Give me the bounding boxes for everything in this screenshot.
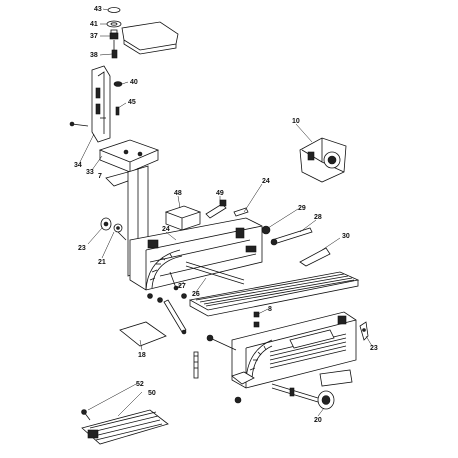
callout-29: 29 [298, 205, 306, 212]
callout-40: 40 [130, 79, 138, 86]
part-34-column [91, 65, 111, 143]
callout-45: 45 [128, 99, 136, 106]
callout-50: 50 [148, 390, 156, 397]
callout-20: 20 [314, 417, 322, 424]
part-10-motor [299, 137, 347, 183]
callout-24-mid: 24 [162, 226, 170, 233]
base-block [231, 371, 255, 404]
part-24-spring-top [233, 207, 249, 217]
callout-7: 7 [98, 173, 102, 180]
callout-26: 26 [192, 291, 200, 298]
part-21-bolt [116, 226, 120, 230]
part-49-pin [205, 199, 227, 219]
callout-21: 21 [98, 259, 106, 266]
part-43-clip [107, 7, 121, 13]
link-rod [206, 334, 237, 351]
part-8-bracket [253, 311, 260, 328]
callout-30: 30 [342, 233, 350, 240]
part-40-nut [113, 81, 123, 87]
part-23-lever-right [359, 321, 369, 341]
callout-41: 41 [90, 21, 98, 28]
part-33-bracket [98, 139, 160, 173]
callout-8: 8 [268, 306, 272, 313]
part-52-screw [81, 409, 91, 421]
callout-27: 27 [178, 283, 186, 290]
callout-37: 37 [90, 33, 98, 40]
nuts-bottom-left [147, 293, 187, 303]
screw-left [69, 121, 89, 127]
callout-18: 18 [138, 352, 146, 359]
part-23-crank-left [100, 217, 127, 241]
part-37-knob [109, 29, 119, 40]
part-18-plate [119, 321, 167, 347]
callout-24-top: 24 [262, 178, 270, 185]
callout-48: 48 [174, 190, 182, 197]
lower-frame [231, 311, 357, 389]
part-41-washer [106, 20, 122, 28]
part-48-block [164, 205, 202, 231]
callout-23-right: 23 [370, 345, 378, 352]
part-26-rod [185, 261, 245, 285]
part-50-rack [81, 409, 169, 445]
callout-38: 38 [90, 52, 98, 59]
blade-guard-plate [121, 21, 179, 55]
callout-10: 10 [292, 118, 300, 125]
callout-33: 33 [86, 169, 94, 176]
plate-right [319, 369, 353, 387]
bottom-shaft [271, 383, 319, 403]
pivot-rod [163, 299, 187, 335]
part-38-bolt [111, 40, 118, 59]
arc-scale-left [145, 249, 183, 291]
pin-stack-left [193, 351, 199, 379]
callout-labels: 43 41 37 38 40 45 10 34 33 7 24 48 49 29… [74, 6, 378, 424]
part-45-screw [115, 106, 120, 116]
callout-28: 28 [314, 214, 322, 221]
sliding-table [188, 271, 360, 317]
part-28-shaft [270, 227, 313, 246]
part-20-gear [317, 390, 335, 410]
callout-52: 52 [136, 381, 144, 388]
leader-lines [79, 8, 373, 417]
callout-43: 43 [94, 6, 102, 13]
part-30-blade [299, 247, 331, 267]
callout-49: 49 [216, 190, 224, 197]
callout-23-left: 23 [78, 245, 86, 252]
main-frame [129, 217, 263, 291]
callout-34: 34 [74, 162, 82, 169]
